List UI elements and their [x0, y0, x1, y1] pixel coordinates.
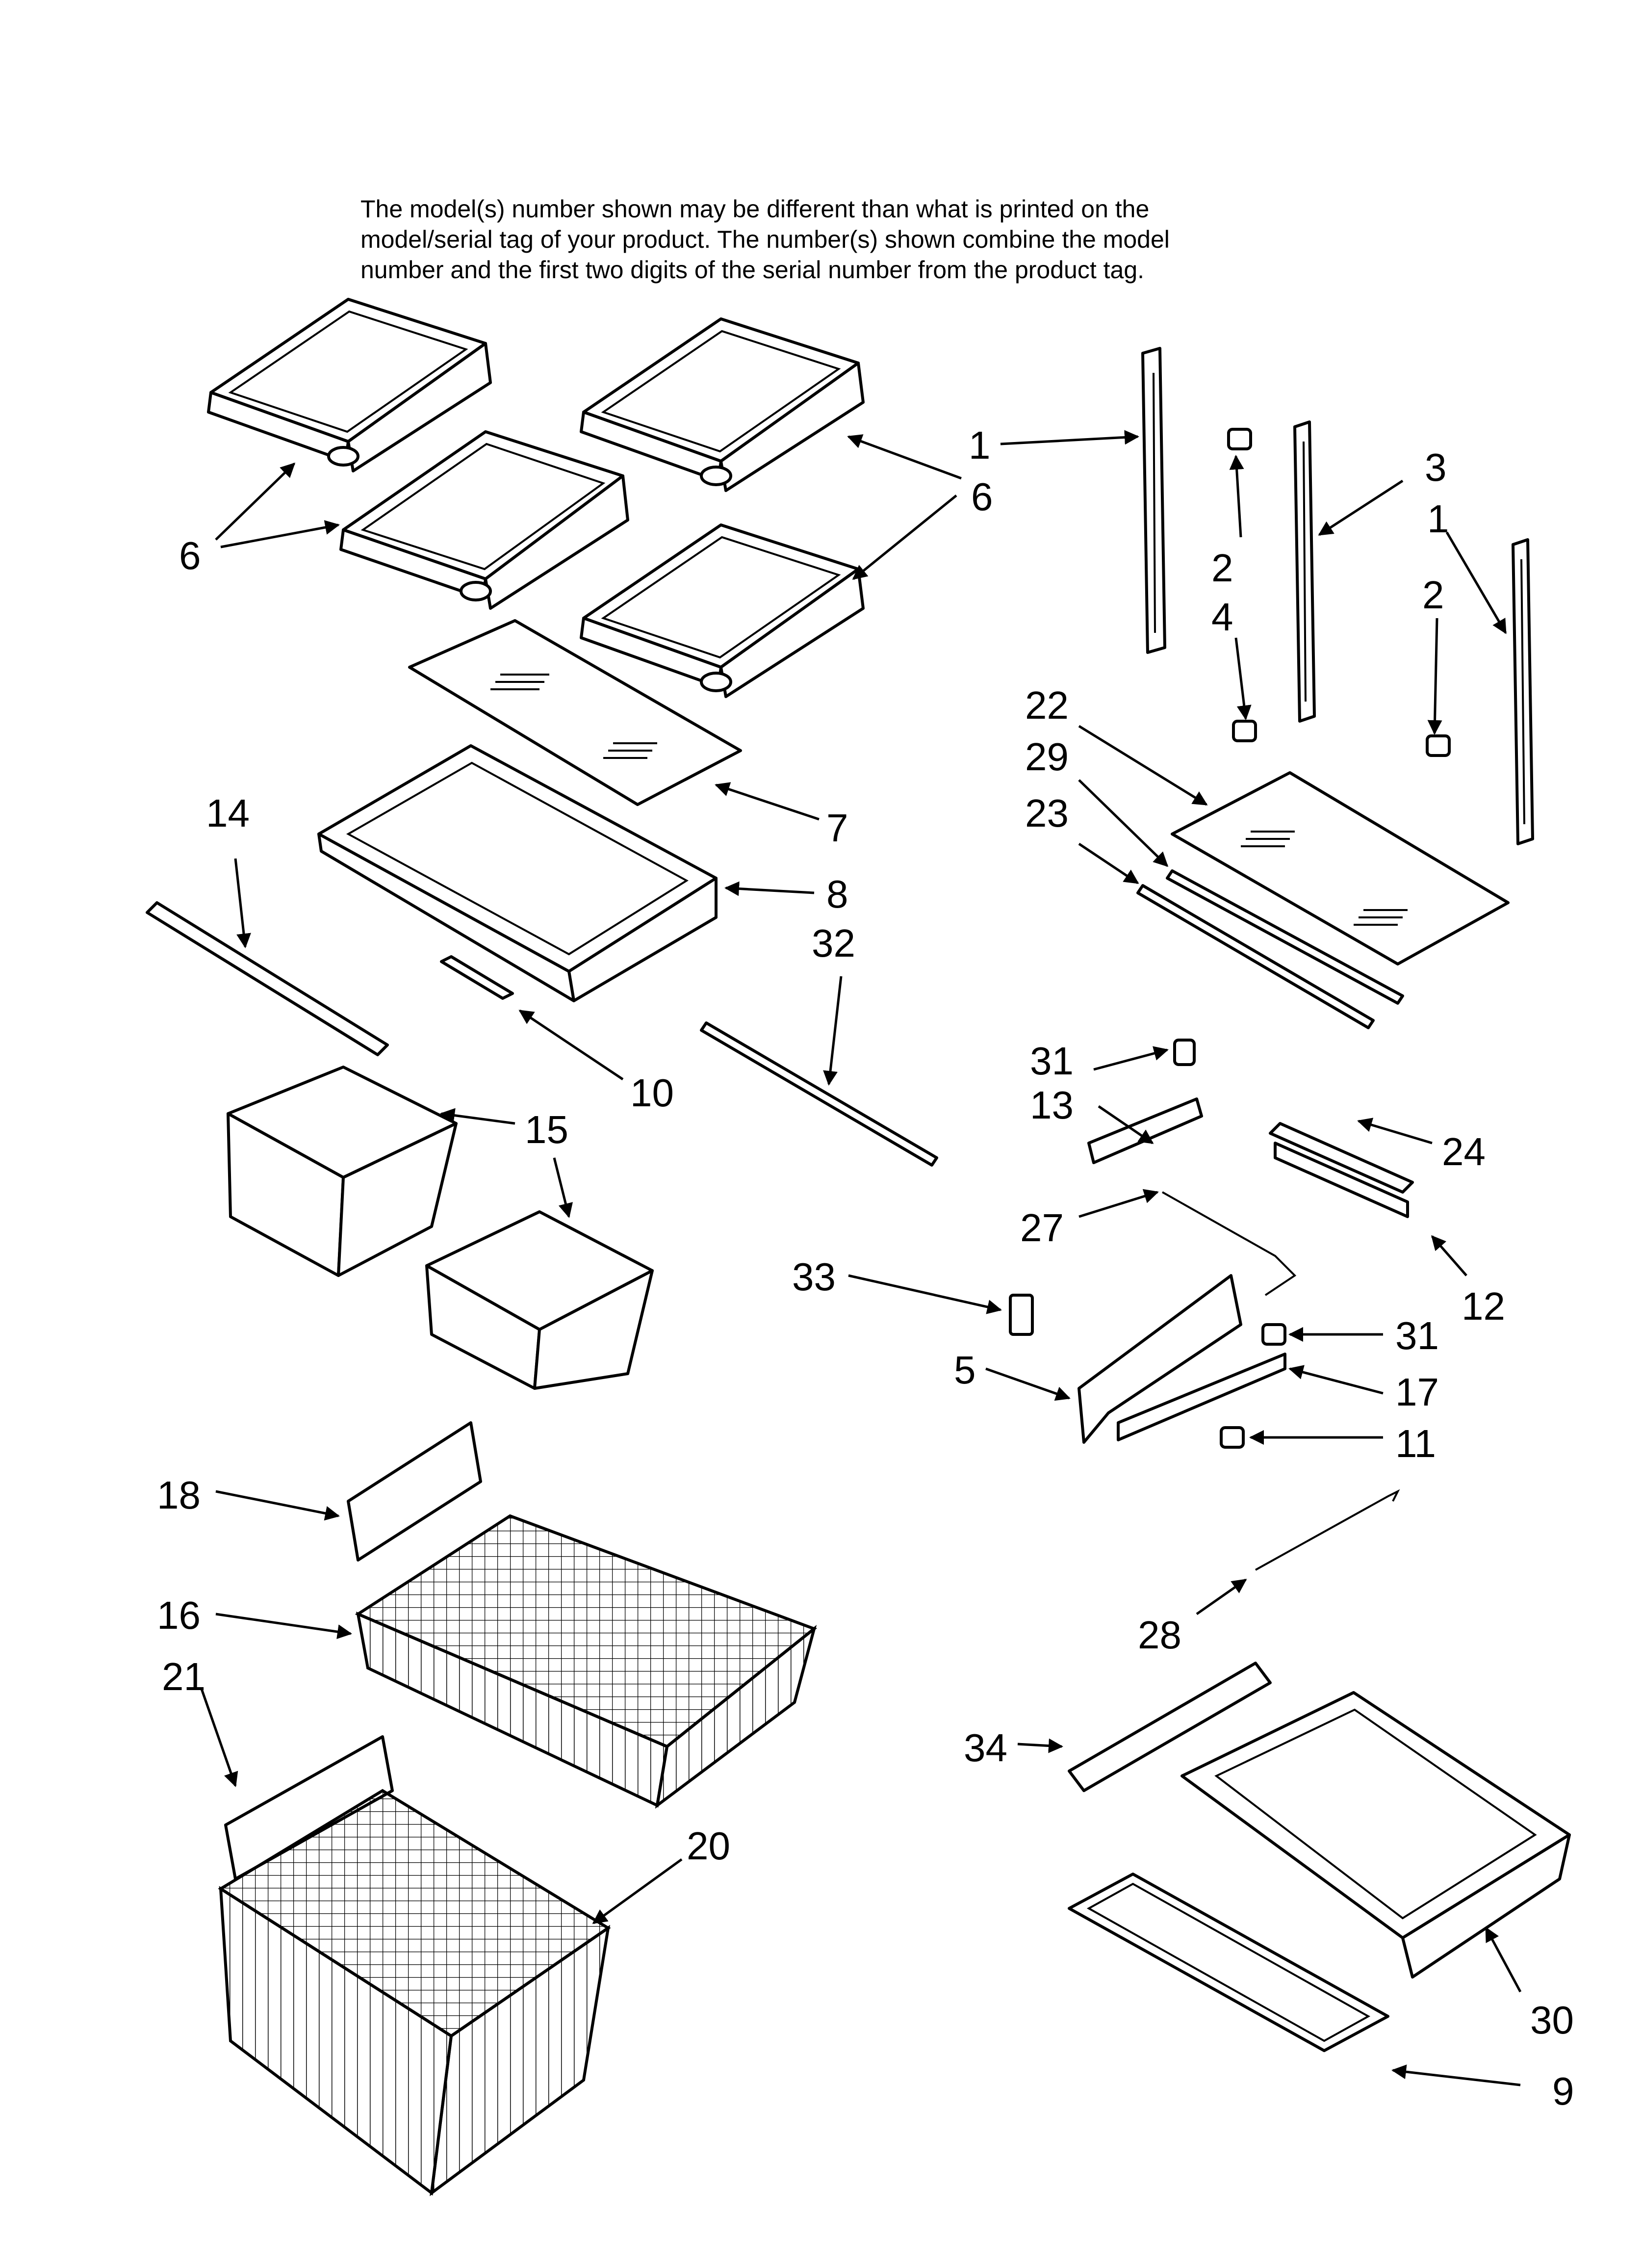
- callout-12: 12: [1462, 1284, 1505, 1328]
- callout-17: 17: [1395, 1370, 1439, 1414]
- callout-23: 23: [1025, 791, 1069, 835]
- callout-1-left: 1: [969, 423, 991, 467]
- shelf-rail-left: [1141, 347, 1166, 654]
- screw-31-mid: [1261, 1323, 1286, 1346]
- shelf-frame-top-right: [580, 317, 865, 492]
- callout-31-mid: 31: [1395, 1314, 1439, 1357]
- callout-2-right: 2: [1422, 573, 1444, 617]
- callout-13: 13: [1030, 1083, 1074, 1127]
- callout-6-left: 6: [179, 534, 201, 577]
- callout-9: 9: [1552, 2069, 1574, 2113]
- wire-basket-lower: [218, 1789, 611, 2196]
- wire-basket-upper: [355, 1514, 818, 1809]
- wire-28: [1255, 1489, 1400, 1571]
- callout-21: 21: [162, 1655, 205, 1698]
- shelf-frame-top-left: [207, 298, 492, 472]
- cover-34: [1068, 1662, 1272, 1792]
- shelf-trim-29: [1166, 869, 1404, 1005]
- trim-32: [700, 1021, 938, 1167]
- crisper-drawer-lower: [425, 1210, 654, 1390]
- callout-15: 15: [525, 1108, 568, 1151]
- callout-31-top: 31: [1030, 1039, 1074, 1083]
- bracket-10: [440, 955, 514, 1000]
- crisper-cover-frame: [317, 744, 718, 1002]
- callout-16: 16: [157, 1593, 201, 1637]
- callout-34: 34: [964, 1726, 1007, 1770]
- callout-10: 10: [630, 1071, 674, 1115]
- callout-33: 33: [792, 1255, 836, 1299]
- callout-2-left: 2: [1211, 546, 1233, 590]
- pan-handle-9: [1068, 1873, 1389, 2052]
- note-line-3: number and the first two digits of the s…: [360, 256, 1145, 284]
- callout-6-right: 6: [971, 475, 993, 519]
- shelf-frame-mid-left: [339, 430, 629, 610]
- callout-20: 20: [687, 1824, 730, 1868]
- callout-30: 30: [1530, 1998, 1574, 2042]
- bracket-5: [1078, 1274, 1242, 1444]
- clip-33: [1009, 1294, 1034, 1336]
- screw-2b: [1426, 734, 1451, 757]
- divider-21: [224, 1735, 394, 1880]
- note-line-2: model/serial tag of your product. The nu…: [360, 226, 1170, 253]
- leader-lines: [200, 430, 1522, 2086]
- callout-24: 24: [1442, 1130, 1486, 1173]
- callout-7: 7: [826, 806, 848, 850]
- callout-22: 22: [1025, 683, 1069, 727]
- rail-17: [1117, 1353, 1286, 1441]
- cover-24: [1269, 1122, 1414, 1194]
- callout-1-right: 1: [1427, 497, 1449, 541]
- crisper-drawer-upper: [227, 1066, 458, 1277]
- model-number-note: The model(s) number shown may be differe…: [360, 194, 1390, 285]
- shelf-rail-center: [1293, 420, 1316, 723]
- crisper-trim-14: [146, 901, 389, 1056]
- shelf-trim-23: [1136, 884, 1375, 1029]
- callout-27: 27: [1020, 1206, 1064, 1250]
- callout-11: 11: [1395, 1422, 1436, 1465]
- glass-shelf: [408, 619, 742, 806]
- screw-31-top: [1173, 1039, 1196, 1066]
- shelf-frame-mid-right: [580, 523, 865, 698]
- callout-3: 3: [1425, 445, 1447, 489]
- screw-2a: [1227, 428, 1252, 450]
- callout-28: 28: [1138, 1613, 1181, 1657]
- note-line-1: The model(s) number shown may be differe…: [360, 195, 1150, 223]
- divider-18: [347, 1421, 482, 1562]
- wire-27: [1162, 1191, 1297, 1296]
- bracket-13: [1087, 1097, 1203, 1164]
- shelf-rail-right: [1512, 538, 1534, 845]
- callout-32: 32: [812, 921, 855, 965]
- callout-14: 14: [206, 791, 250, 835]
- deli-pan-30: [1180, 1691, 1571, 1979]
- callout-5: 5: [954, 1348, 976, 1392]
- callout-8: 8: [826, 872, 848, 916]
- glass-shelf-right: [1171, 771, 1510, 965]
- callout-29: 29: [1025, 735, 1069, 779]
- callout-18: 18: [157, 1473, 201, 1517]
- screw-11: [1220, 1426, 1245, 1449]
- rail-12: [1274, 1142, 1409, 1218]
- screw-4: [1232, 720, 1257, 742]
- callout-4: 4: [1211, 595, 1233, 639]
